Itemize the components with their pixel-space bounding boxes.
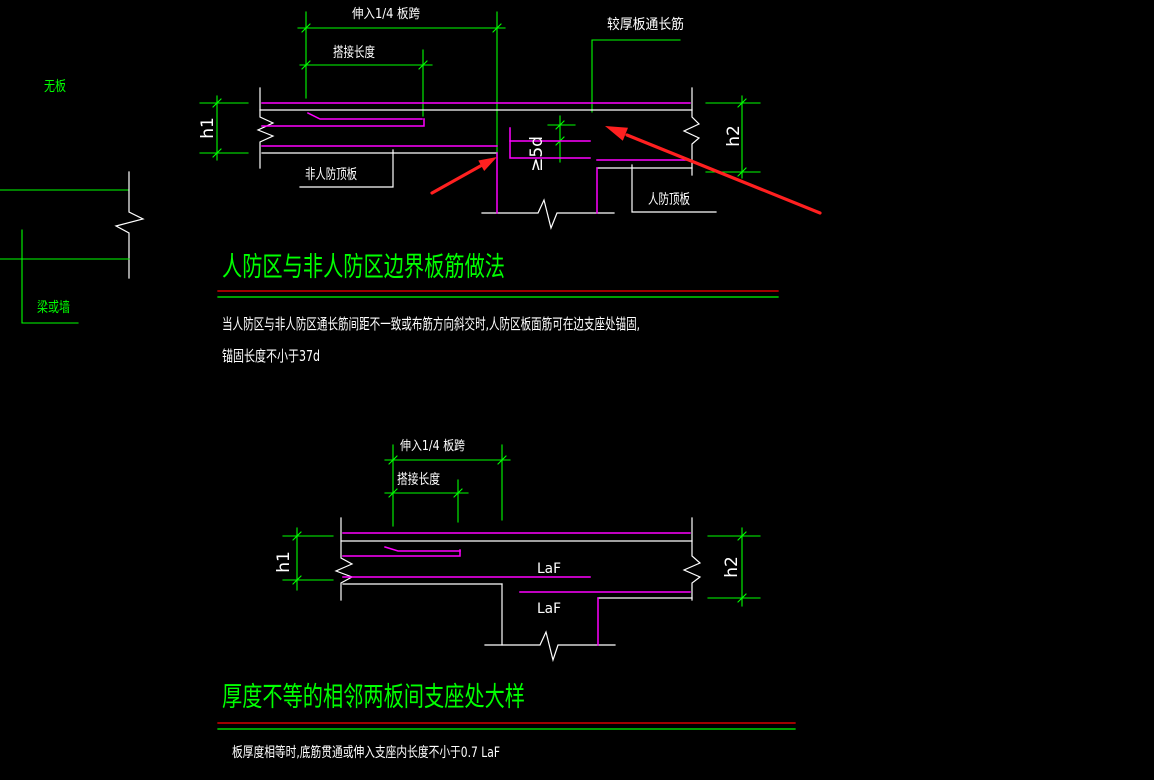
highlight-arrow-through-bar-shaft xyxy=(625,133,822,215)
non-civil-defense-leader xyxy=(299,149,394,188)
h1-tick-top xyxy=(292,531,302,541)
h2-label: h2 xyxy=(722,556,742,578)
detail-1-note-line-1: 当人防区与非人防区通长筋间距不一致或布筋方向斜交时,人防区板面筋可在边支座处锚固… xyxy=(222,315,640,333)
anchor-5d-label: ≥5d xyxy=(527,136,547,172)
right-break-line xyxy=(682,517,702,601)
no-slab-label: 无板 xyxy=(44,79,66,95)
lap-length-tick-left xyxy=(301,60,311,70)
h2-tick-top xyxy=(737,531,747,541)
quarter-span-tick-right xyxy=(497,455,507,465)
laf-upper-label: LaF xyxy=(537,561,561,577)
right-break-line xyxy=(682,87,701,176)
quarter-span-tick-right xyxy=(492,23,502,33)
detail-2-rebars xyxy=(342,532,691,646)
h2-tick-bottom xyxy=(737,167,747,177)
side-break-line xyxy=(114,171,145,279)
quarter-span-tick-left xyxy=(388,455,398,465)
left-break-line xyxy=(334,517,354,601)
h2-label: h2 xyxy=(724,125,744,147)
through-bar-leader-line xyxy=(591,39,681,113)
detail-1-boundary-slab: 伸入1/4 板跨 较厚板通长筋 搭接长度 h1 h2 ≥5d 非人防顶板 人防顶… xyxy=(198,7,822,365)
detail-2-title: 厚度不等的相邻两板间支座处大样 xyxy=(222,682,525,713)
through-bar-label: 较厚板通长筋 xyxy=(607,16,684,33)
lap-length-tick-right xyxy=(453,488,463,498)
h1-label: h1 xyxy=(198,117,218,139)
civil-defense-leader xyxy=(631,164,717,213)
h1-label: h1 xyxy=(274,551,294,573)
lap-length-tick-left xyxy=(388,488,398,498)
detail-2-outlines xyxy=(334,517,702,663)
lap-splice-bar xyxy=(306,111,423,120)
lap-length-label: 搭接长度 xyxy=(397,471,440,488)
lap-length-tick-right xyxy=(418,60,428,70)
side-leader-line xyxy=(21,229,79,324)
h1-tick-bottom xyxy=(292,575,302,585)
highlight-arrow-support xyxy=(430,157,497,195)
h2-tick-bottom xyxy=(737,593,747,603)
laf-lower-label: LaF xyxy=(537,601,561,617)
detail-1-rebars xyxy=(261,102,691,214)
non-civil-defense-slab-label: 非人防顶板 xyxy=(305,167,357,183)
anchor-bent-bar xyxy=(509,127,591,159)
detail-1-dimensions xyxy=(199,11,761,179)
anchor-5d-tick-top xyxy=(555,120,565,130)
highlight-arrow-support-shaft xyxy=(430,162,486,195)
detail-1-outlines xyxy=(256,87,717,230)
lap-splice-bar xyxy=(384,546,461,552)
lap-length-label: 搭接长度 xyxy=(333,44,375,61)
quarter-span-label: 伸入1/4 板跨 xyxy=(352,7,420,22)
h2-tick-top xyxy=(737,98,747,108)
detail-1-note-line-2: 锚固长度不小于37d xyxy=(222,347,320,365)
h1-tick-bottom xyxy=(212,148,222,158)
quarter-span-label: 伸入1/4 板跨 xyxy=(400,439,465,454)
civil-defense-slab-label: 人防顶板 xyxy=(648,192,690,208)
support-bottom-break-line xyxy=(481,198,615,230)
thin-slab-top-bar xyxy=(342,549,461,557)
left-break-line xyxy=(256,87,275,169)
side-detail: 无板 梁或墙 xyxy=(0,79,145,324)
beam-or-wall-label: 梁或墙 xyxy=(37,300,70,316)
detail-2-dimensions xyxy=(282,444,761,607)
quarter-span-tick-left xyxy=(301,23,311,33)
detail-2-unequal-slab-support: 伸入1/4 板跨 搭接长度 h1 h2 LaF LaF 厚度不等的相邻两板间支座… xyxy=(217,439,796,761)
support-bottom-break-line xyxy=(484,630,616,663)
detail-2-note: 板厚度相等时,底筋贯通或伸入支座内长度不小于0.7 LaF xyxy=(232,744,500,761)
highlight-arrow-through-bar-head xyxy=(605,126,628,141)
thin-slab-top-bar xyxy=(261,118,425,127)
highlight-arrow-support-head xyxy=(478,157,497,171)
h1-tick-top xyxy=(212,98,222,108)
highlight-arrow-through-bar xyxy=(605,126,822,215)
detail-1-title: 人防区与非人防区边界板筋做法 xyxy=(222,252,505,283)
